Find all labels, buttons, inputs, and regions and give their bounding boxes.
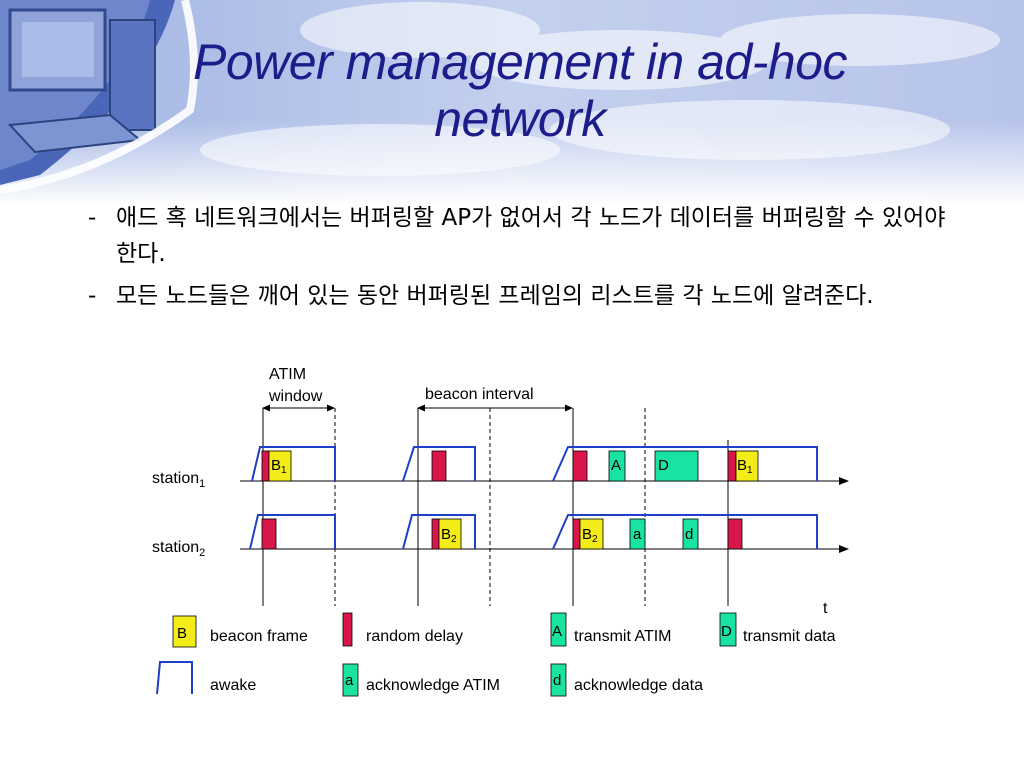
station2-label: station2 [152, 539, 205, 559]
random-delay-frame [572, 518, 581, 550]
beacon-frame-label: B1 [271, 457, 287, 476]
random-delay-frame [261, 450, 270, 482]
beacon-interval-label: beacon interval [425, 386, 534, 403]
legend-beacon-letter: B [177, 625, 187, 642]
legend-data-swatch [719, 612, 737, 647]
awake-period [402, 446, 476, 482]
computer-image [0, 0, 175, 185]
legend-atim-swatch [550, 612, 567, 647]
legend-data-label: transmit data [743, 628, 836, 645]
beacon-frame [579, 518, 604, 550]
legend-beacon-swatch [172, 615, 197, 648]
slide-banner [0, 0, 1024, 205]
beacon-frame [268, 450, 292, 482]
legend-random-delay-swatch [342, 612, 353, 647]
bullet-text: 애드 혹 네트워크에서는 버퍼링할 AP가 없어서 각 노드가 데이터를 버퍼링… [116, 205, 946, 267]
transmit-atim-frame-label: A [611, 457, 621, 474]
legend-ack-atim-swatch [342, 663, 359, 697]
station1-label: station1 [152, 470, 205, 490]
legend-random-delay-label: random delay [366, 628, 463, 645]
legend-ack-data-swatch [550, 663, 567, 697]
acknowledge-data-frame-label: d [685, 526, 693, 543]
bullet-item-2: - 모든 노드들은 깨어 있는 동안 버퍼링된 프레임의 리스트를 각 노드에 … [88, 278, 968, 314]
legend-ack-data-letter: d [553, 672, 561, 689]
bullet-item-1: - 애드 혹 네트워크에서는 버퍼링할 AP가 없어서 각 노드가 데이터를 버… [88, 200, 968, 272]
random-delay-frame [727, 450, 737, 482]
legend-atim-letter: A [552, 623, 562, 640]
transmit-data-frame-label: D [658, 457, 669, 474]
beacon-frame-label: B2 [441, 526, 457, 545]
awake-period [552, 514, 818, 550]
random-delay-frame [572, 450, 588, 482]
random-delay-frame [261, 518, 277, 550]
awake-period [552, 446, 818, 482]
acknowledge-atim-frame [629, 518, 646, 550]
acknowledge-data-frame [682, 518, 699, 550]
atim-window-label-line2: window [268, 388, 323, 405]
bullet-dash: - [88, 283, 97, 309]
legend-awake-label: awake [210, 677, 256, 694]
random-delay-frame [431, 450, 447, 482]
legend-data-letter: D [721, 623, 732, 640]
time-label: t [823, 600, 828, 617]
beacon-frame-label: B1 [737, 457, 753, 476]
legend-ack-atim-letter: a [345, 672, 354, 689]
transmit-data-frame [654, 450, 699, 482]
awake-period [249, 514, 336, 550]
atim-window-label-line1: ATIM [269, 366, 306, 383]
slide-title: Power management in ad-hoc network [60, 34, 980, 148]
legend-ack-data-label: acknowledge data [574, 677, 703, 694]
acknowledge-atim-frame-label: a [633, 526, 642, 543]
slide-title-line2: network [434, 91, 606, 147]
legend-atim-label: transmit ATIM [574, 628, 672, 645]
legend: B beacon frame random delay A transmit A… [156, 612, 836, 697]
random-delay-frame [431, 518, 440, 550]
bullet-text: 모든 노드들은 깨어 있는 동안 버퍼링된 프레임의 리스트를 각 노드에 알려… [116, 283, 874, 309]
transmit-atim-frame [608, 450, 626, 482]
awake-period [402, 514, 476, 550]
bullet-dash: - [88, 205, 97, 231]
awake-period [251, 446, 336, 482]
legend-awake-swatch [156, 661, 193, 695]
beacon-frame [438, 518, 462, 550]
random-delay-frame [727, 518, 743, 550]
beacon-frame-label: B2 [582, 526, 598, 545]
legend-ack-atim-label: acknowledge ATIM [366, 677, 500, 694]
slide-title-line1: Power management in ad-hoc [192, 34, 848, 90]
beacon-frame [735, 450, 759, 482]
legend-beacon-label: beacon frame [210, 628, 308, 645]
